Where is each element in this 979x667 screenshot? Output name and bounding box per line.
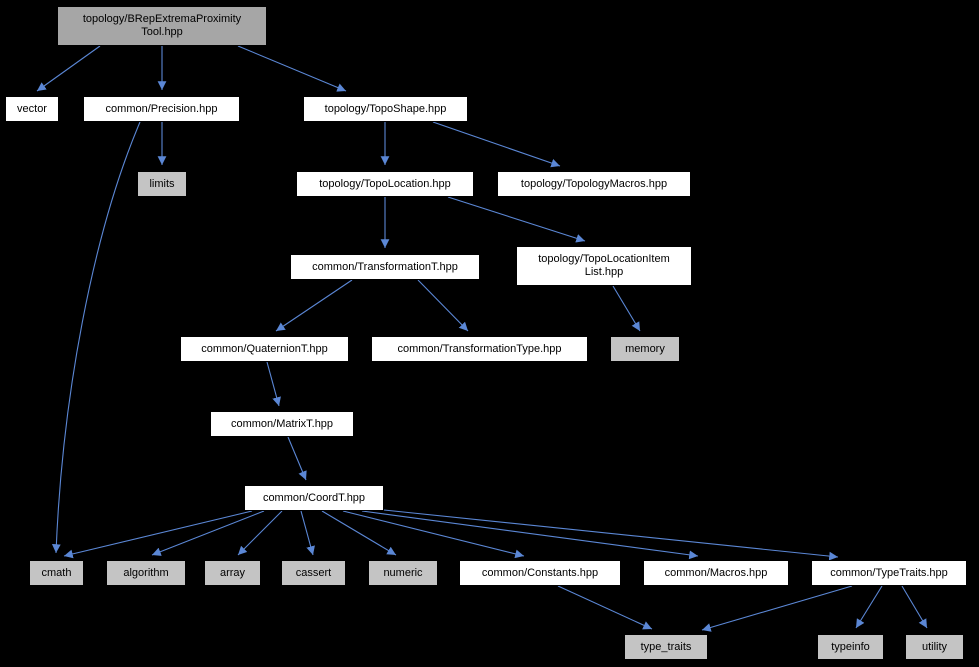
node-coordt[interactable]: common/CoordT.hpp xyxy=(244,485,384,511)
node-toposhape[interactable]: topology/TopoShape.hpp xyxy=(303,96,468,122)
edge-coordt-constants xyxy=(342,510,525,559)
node-matrixt[interactable]: common/MatrixT.hpp xyxy=(210,411,354,437)
node-type_traits: type_traits xyxy=(624,634,708,660)
node-topolocation[interactable]: topology/TopoLocation.hpp xyxy=(296,171,474,197)
edge-transformationt-transformationtype xyxy=(417,279,469,332)
edge-topolocationitemlist-memory xyxy=(612,285,641,332)
node-limits: limits xyxy=(137,171,187,197)
node-vector[interactable]: vector xyxy=(5,96,59,122)
node-quaterniont[interactable]: common/QuaternionT.hpp xyxy=(180,336,349,362)
node-typeinfo: typeinfo xyxy=(817,634,884,660)
edge-brep-toposhape xyxy=(237,45,347,92)
edge-quaterniont-matrixt xyxy=(266,361,281,407)
edge-topolocation-topolocationitemlist xyxy=(447,196,586,243)
edge-coordt-macros xyxy=(361,510,699,560)
edge-toposhape-topologymacros xyxy=(432,121,561,168)
node-macros[interactable]: common/Macros.hpp xyxy=(643,560,789,586)
node-numeric: numeric xyxy=(368,560,438,586)
edge-coordt-numeric xyxy=(321,510,397,556)
edge-coordt-algorithm xyxy=(151,510,265,556)
node-transformationt[interactable]: common/TransformationT.hpp xyxy=(290,254,480,280)
edge-transformationt-quaterniont xyxy=(275,279,353,332)
node-memory: memory xyxy=(610,336,680,362)
node-brepextremaproximitytool: topology/BRepExtremaProximity Tool.hpp xyxy=(57,6,267,46)
edge-constants-type_traits xyxy=(557,585,653,630)
node-transformationtype[interactable]: common/TransformationType.hpp xyxy=(371,336,588,362)
node-constants[interactable]: common/Constants.hpp xyxy=(459,560,621,586)
edge-brep-vector xyxy=(36,45,101,92)
edge-coordt-cassert xyxy=(300,510,315,556)
node-precision[interactable]: common/Precision.hpp xyxy=(83,96,240,122)
node-cmath: cmath xyxy=(29,560,84,586)
node-typetraits[interactable]: common/TypeTraits.hpp xyxy=(811,560,967,586)
edge-precision-cmath xyxy=(51,121,141,554)
node-array: array xyxy=(204,560,261,586)
node-topolocationitemlist[interactable]: topology/TopoLocationItem List.hpp xyxy=(516,246,692,286)
edge-coordt-typetraits xyxy=(383,509,839,561)
edge-typetraits-utility xyxy=(901,585,928,629)
node-cassert: cassert xyxy=(281,560,346,586)
node-topologymacros[interactable]: topology/TopologyMacros.hpp xyxy=(497,171,691,197)
edge-typetraits-type_traits xyxy=(701,585,853,632)
edge-coordt-cmath xyxy=(63,510,253,559)
edge-coordt-array xyxy=(237,510,283,556)
edge-typetraits-typeinfo xyxy=(855,585,883,629)
node-algorithm: algorithm xyxy=(106,560,186,586)
edge-matrixt-coordt xyxy=(287,436,307,481)
node-utility: utility xyxy=(905,634,964,660)
